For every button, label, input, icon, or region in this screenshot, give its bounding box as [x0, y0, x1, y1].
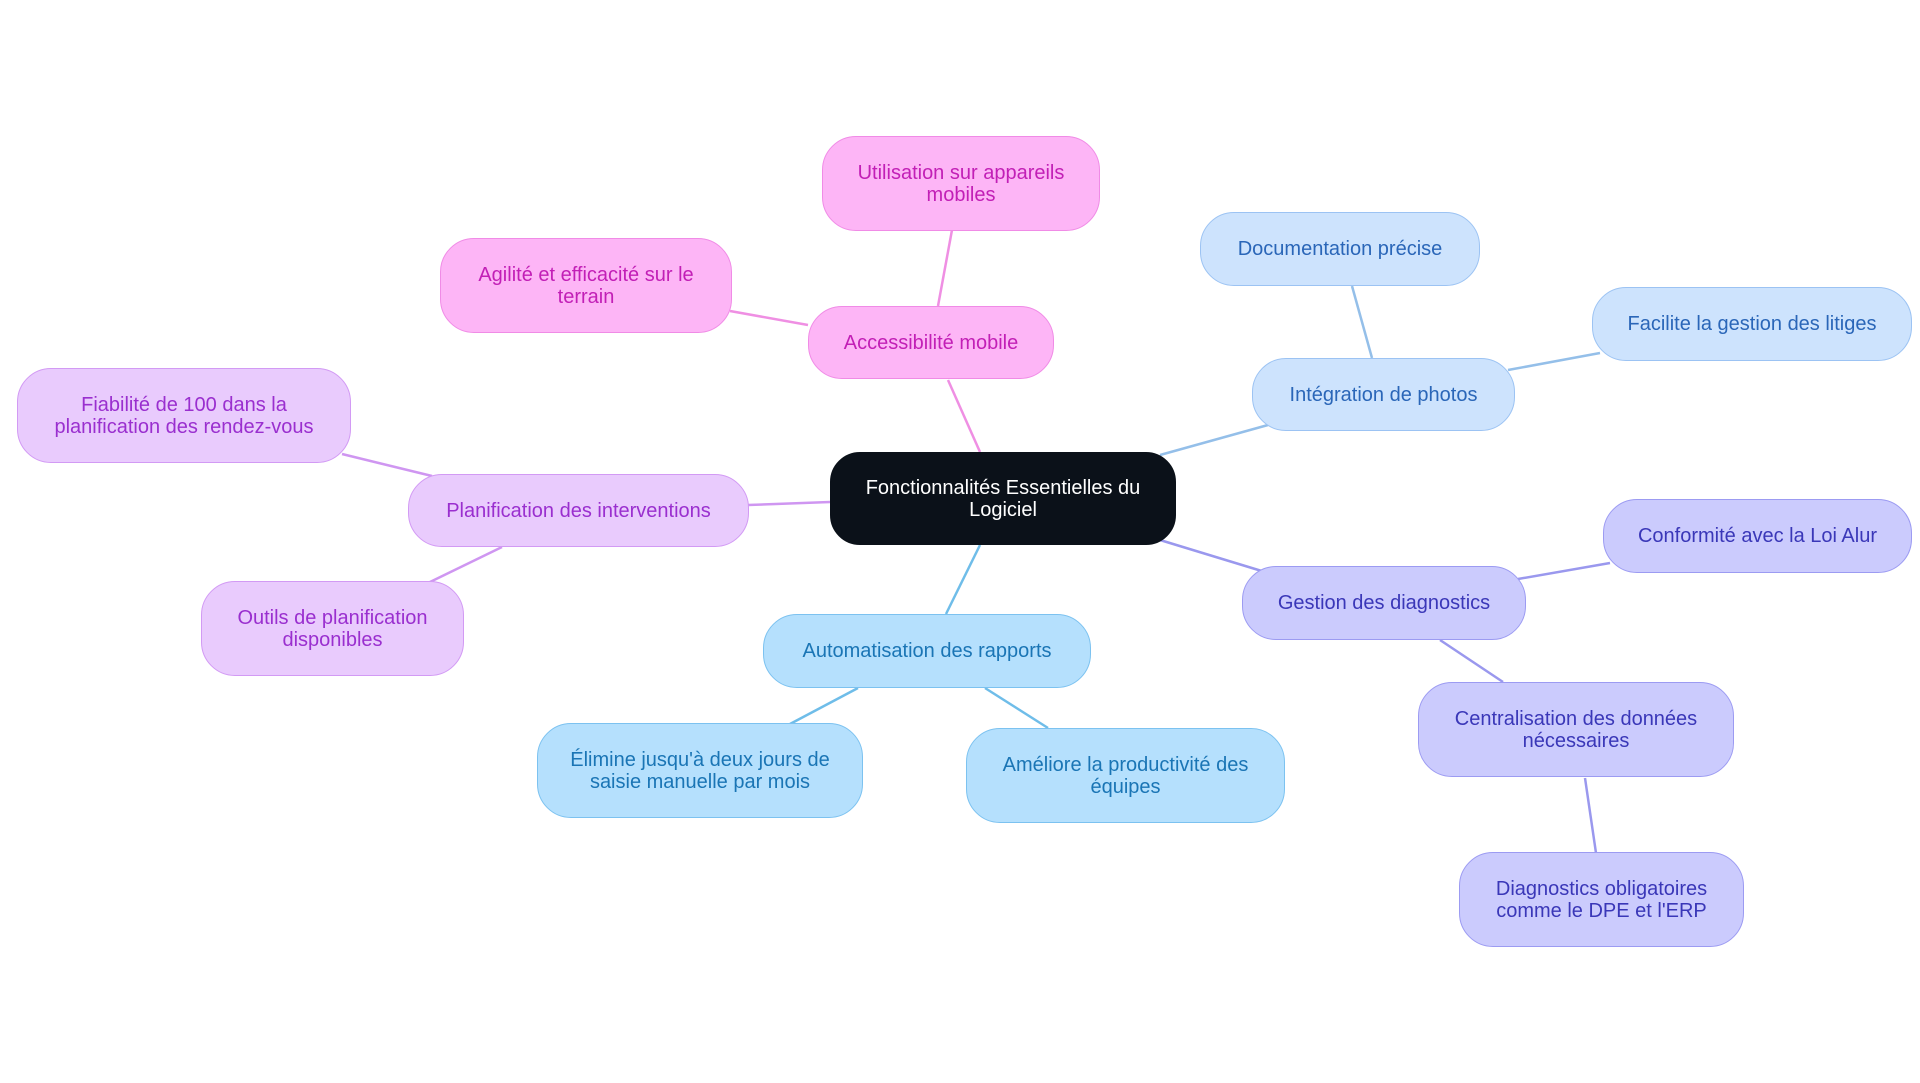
node-integration-photos[interactable]: Intégration de photos	[1252, 358, 1515, 431]
edge-accessibilite-agilite	[729, 309, 809, 327]
node-gestion-diagnostics[interactable]: Gestion des diagnostics	[1242, 566, 1526, 640]
node-label: Outils de planification disponibles	[237, 606, 428, 651]
node-label: Intégration de photos	[1289, 383, 1478, 406]
node-conformite-loi-alur[interactable]: Conformité avec la Loi Alur	[1603, 499, 1912, 573]
edge-integration-documentation	[1350, 285, 1374, 359]
edge-root-accessibilite	[946, 379, 982, 453]
node-centralisation-donnees[interactable]: Centralisation des données nécessaires	[1418, 682, 1734, 777]
edge-integration-litiges	[1507, 351, 1601, 372]
node-accessibilite-mobile[interactable]: Accessibilité mobile	[808, 306, 1054, 379]
node-documentation-precise[interactable]: Documentation précise	[1200, 212, 1480, 286]
edge-centralisation-diagnostics	[1583, 777, 1598, 854]
edge-gestion-centralisation	[1439, 638, 1504, 684]
edge-automatisation-elimine	[789, 686, 859, 726]
edge-root-planification	[747, 500, 831, 507]
node-label: Documentation précise	[1237, 238, 1443, 260]
node-fiabilite-planification[interactable]: Fiabilité de 100 dans la planification d…	[17, 368, 351, 463]
edge-planification-outils	[429, 545, 503, 584]
node-ameliore-productivite[interactable]: Améliore la productivité des équipes	[966, 728, 1285, 823]
node-label: Fiabilité de 100 dans la planification d…	[54, 393, 314, 438]
node-elimine-saisie-manuelle[interactable]: Élimine jusqu'à deux jours de saisie man…	[537, 723, 863, 818]
node-label: Utilisation sur appareils mobiles	[857, 161, 1065, 206]
node-label: Facilite la gestion des litiges	[1627, 313, 1877, 335]
node-outils-planification[interactable]: Outils de planification disponibles	[201, 581, 464, 676]
edge-automatisation-ameliore	[984, 686, 1049, 730]
edge-accessibilite-utilisation	[936, 229, 954, 307]
edge-root-integration	[1159, 423, 1269, 457]
node-label: Centralisation des données nécessaires	[1454, 707, 1698, 752]
node-label: Élimine jusqu'à deux jours de saisie man…	[570, 748, 830, 793]
root-node[interactable]: Fonctionnalités Essentielles du Logiciel	[830, 452, 1176, 545]
node-automatisation-rapports[interactable]: Automatisation des rapports	[763, 614, 1091, 688]
node-diagnostics-obligatoires[interactable]: Diagnostics obligatoires comme le DPE et…	[1459, 852, 1744, 947]
node-agilite-efficacite[interactable]: Agilité et efficacité sur le terrain	[440, 238, 732, 333]
node-label: Conformité avec la Loi Alur	[1637, 525, 1877, 547]
edge-planification-fiabilite	[341, 452, 433, 478]
edge-root-gestion	[1159, 538, 1266, 574]
node-label: Accessibilité mobile	[843, 331, 1019, 354]
node-label: Planification des interventions	[446, 499, 711, 522]
node-label: Améliore la productivité des équipes	[1002, 753, 1249, 798]
node-label: Diagnostics obligatoires comme le DPE et…	[1495, 877, 1708, 922]
node-label: Agilité et efficacité sur le terrain	[478, 263, 694, 308]
node-facilite-gestion-litiges[interactable]: Facilite la gestion des litiges	[1592, 287, 1912, 361]
edge-root-automatisation	[944, 544, 982, 615]
node-label: Gestion des diagnostics	[1277, 592, 1491, 614]
node-planification-interventions[interactable]: Planification des interventions	[408, 474, 749, 547]
node-label: Automatisation des rapports	[802, 640, 1052, 662]
edge-gestion-conformite	[1517, 561, 1611, 581]
node-utilisation-appareils-mobiles[interactable]: Utilisation sur appareils mobiles	[822, 136, 1100, 231]
root-label: Fonctionnalités Essentielles du Logiciel	[865, 476, 1141, 521]
